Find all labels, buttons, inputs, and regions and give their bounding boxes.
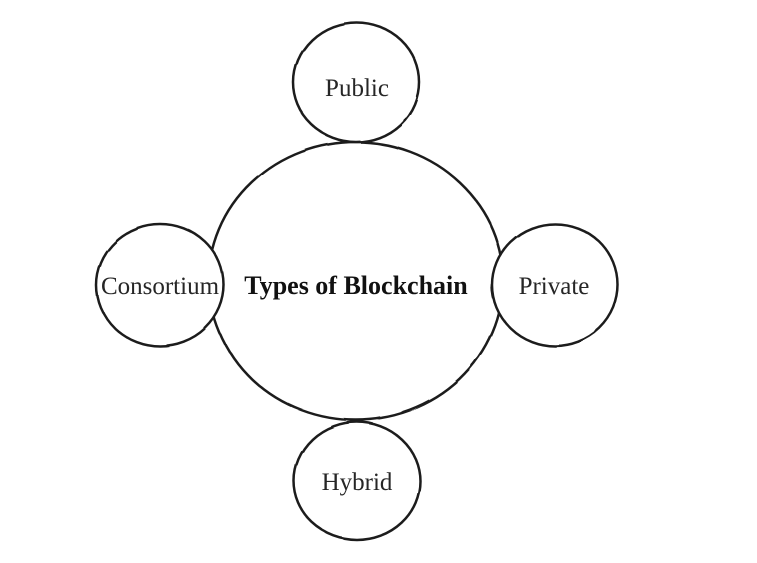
node-label-public: Public bbox=[325, 75, 389, 102]
node-circle-public bbox=[291, 20, 421, 144]
node-circle-consortium bbox=[94, 222, 226, 348]
node-label-private: Private bbox=[519, 273, 590, 300]
node-label-consortium: Consortium bbox=[101, 273, 220, 300]
center-title: Types of Blockchain bbox=[244, 271, 468, 300]
node-circle-private bbox=[490, 222, 620, 348]
node-circle-hybrid bbox=[292, 420, 422, 542]
node-label-hybrid: Hybrid bbox=[322, 469, 393, 496]
